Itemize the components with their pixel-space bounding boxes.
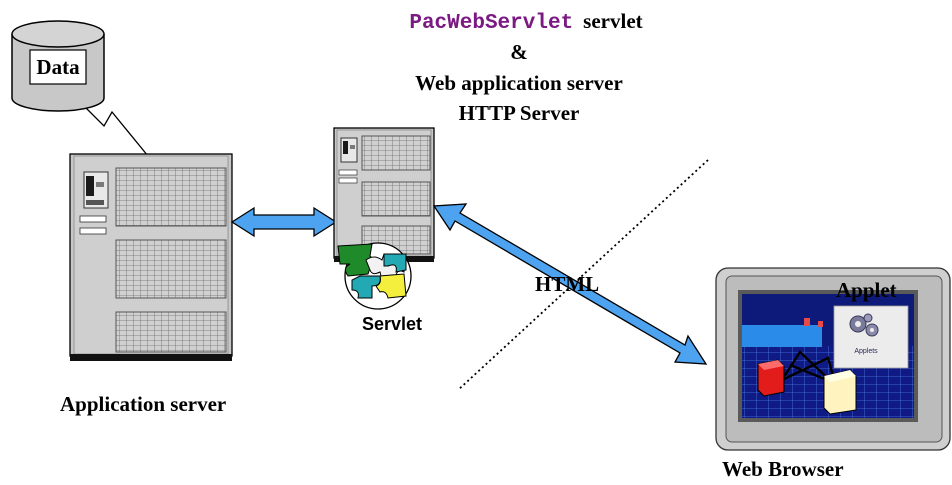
html-arrow-icon [432,203,708,365]
app-server-tower-icon [69,153,233,361]
web-app-server-label: Web application server [415,71,623,95]
ampersand-label: & [510,40,528,64]
puzzle-icon [337,242,412,310]
browser-window-icon [715,267,951,451]
application-server-label: Application server [60,392,226,416]
applets-icon-caption: Applets [854,348,878,355]
database-link-zigzag [85,107,149,157]
database-icon: Data [11,20,105,112]
applets-gear-icon [849,313,879,337]
web-server-tower-icon [333,127,435,262]
web-browser-label: Web Browser [722,457,844,481]
servlet-label: Servlet [362,314,422,334]
bidirectional-arrow-icon [230,206,338,238]
firewall-dotted-line [457,159,709,391]
servlet-header: PacWebServlet servlet [409,9,642,35]
html-label: HTML [535,272,599,296]
applet-label: Applet [836,278,897,302]
data-label: Data [36,55,80,79]
http-server-label: HTTP Server [459,101,580,125]
servlet-class-name: PacWebServlet [409,12,573,35]
servlet-suffix: servlet [583,9,642,33]
